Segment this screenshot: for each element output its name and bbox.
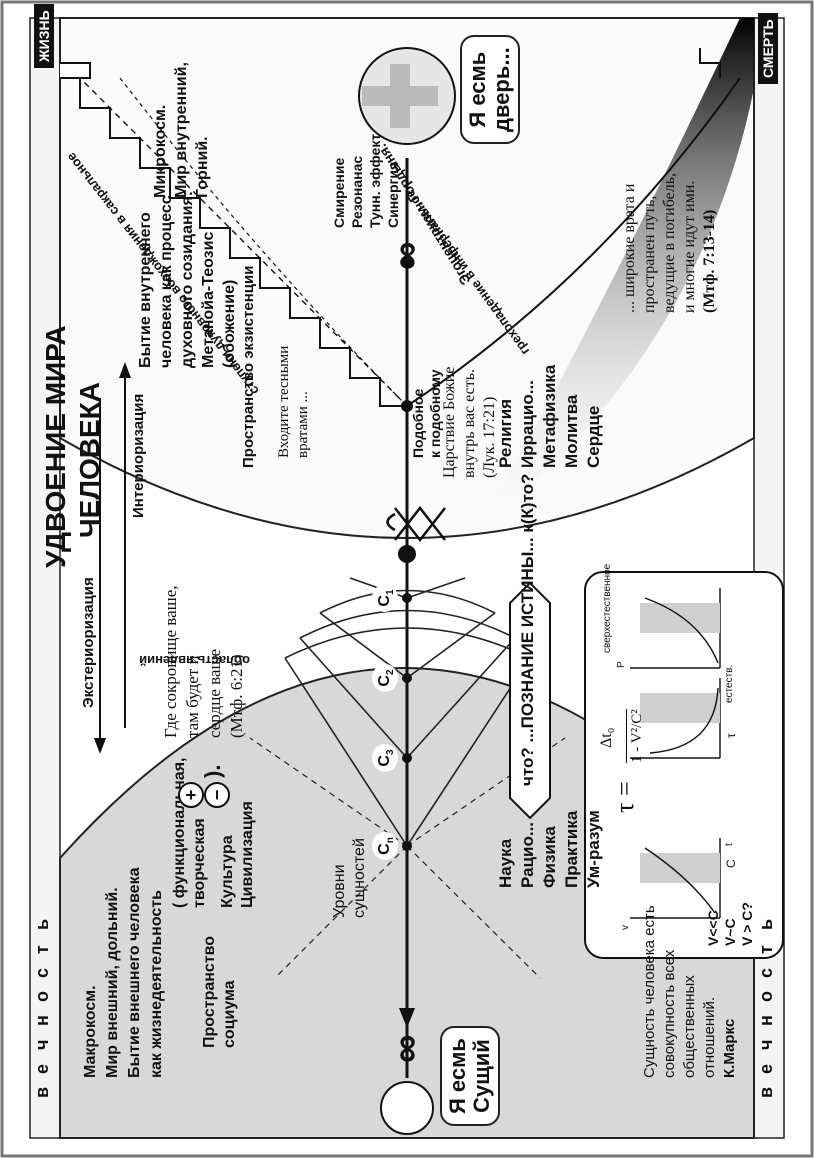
kingdom-quote: Царствие Божие внутрь вас есть. (Лук. 17…: [441, 366, 498, 478]
eternity-letter: т: [756, 945, 776, 954]
knowledge-label: что? ...ПОЗНАНИЕ ИСТИНЫ... к(К)то?: [518, 473, 537, 786]
ascent-stairs: [79, 78, 407, 407]
culture-civ: Культура Цивилизация: [219, 801, 256, 908]
graph-p-label: P: [616, 661, 627, 668]
eternity-letter: в: [756, 1086, 776, 1098]
inner-world-micro: Микрокосм. Мир внутренний, Горний.: [152, 62, 211, 198]
closing-paren: ).: [200, 764, 225, 778]
eternity-letter: в: [32, 1086, 52, 1098]
mini-graphs: [630, 588, 721, 919]
life-label: ЖИЗНЬ: [34, 4, 54, 68]
infinity-right: ∞: [384, 241, 428, 270]
exteriorization-label: Экстериоризация: [80, 577, 97, 708]
eternity-letter: ч: [756, 1039, 776, 1050]
level-marker-n: Cn: [372, 832, 398, 860]
graph-c-label: C: [724, 859, 738, 868]
similar-label: Подобное к подобному: [410, 369, 443, 458]
level-marker-1: C1: [372, 584, 398, 612]
eternity-letter: с: [756, 967, 776, 978]
eternity-letter: е: [756, 1063, 776, 1074]
religion-list: Религия Иррацио... Метафизика Молитва Се…: [496, 364, 603, 468]
essence-cones: [284, 577, 531, 847]
treasure-quote: Где сокровище ваше, там будет и сердце в…: [161, 585, 246, 738]
eternity-letter: с: [32, 967, 52, 978]
formula-numerator: Δt₀: [598, 727, 615, 748]
level-marker-3: C3: [372, 744, 398, 772]
descent-curve: [406, 77, 741, 407]
i-am-existing-box: Я есмь Сущий: [440, 1026, 500, 1126]
levels-label: Уровни сущностей: [331, 838, 368, 918]
eternity-letter: т: [32, 945, 52, 954]
supernatural-label: сверхестественное: [602, 563, 613, 653]
society-text: Пространство социума: [201, 935, 238, 1048]
heart-figure: [386, 505, 446, 543]
graph-tau-label: τ: [724, 733, 738, 738]
functional-text: ( функциональная, творческая: [171, 757, 208, 908]
page-title: УДВОЕНИЕ МИРА: [40, 325, 71, 568]
formula-denominator: 1 - V²/C²: [626, 709, 646, 763]
velocity-conditions: V<<C V~C V > C?: [705, 902, 755, 946]
effects-list: Смирение Резонанас Тунн. эффект Синергия: [331, 133, 401, 228]
page-subtitle: ЧЕЛОВЕКА: [74, 382, 105, 538]
outer-world-text: Макрокосм. Мир внешний, дольний. Бытие в…: [82, 867, 165, 1079]
interiorization-label: Интериоризация: [130, 393, 147, 518]
eternity-letter: о: [756, 991, 776, 1002]
graph-v-label: v: [620, 925, 631, 930]
eternity-letter: ч: [32, 1039, 52, 1050]
natural-label: естеств.: [724, 664, 735, 703]
eternity-letter: н: [756, 1015, 776, 1026]
tau-formula: τ =: [610, 781, 639, 813]
eternity-letter: ь: [756, 918, 776, 930]
narrow-gate: Входите тесными вратами ...: [276, 345, 311, 458]
eternity-letter: н: [32, 1015, 52, 1026]
infinity-left: ∞: [384, 1034, 428, 1063]
plus-icon: +: [178, 782, 204, 808]
death-label: СМЕРТЬ: [758, 13, 778, 84]
science-list: Наука Рацио... Физика Практика Ум-разум: [496, 810, 603, 888]
graph-t-label: t: [724, 843, 735, 846]
eternity-letter: е: [32, 1063, 52, 1074]
eternity-letter: о: [32, 991, 52, 1002]
infernal-wedge: [470, 18, 754, 538]
level-marker-2: C2: [372, 664, 398, 692]
wide-gate-quote: ... широкие врата и пространен путь, вед…: [621, 172, 718, 313]
eternity-letter: ь: [32, 918, 52, 930]
i-am-door-box: Я есмь дверь...: [460, 35, 520, 144]
